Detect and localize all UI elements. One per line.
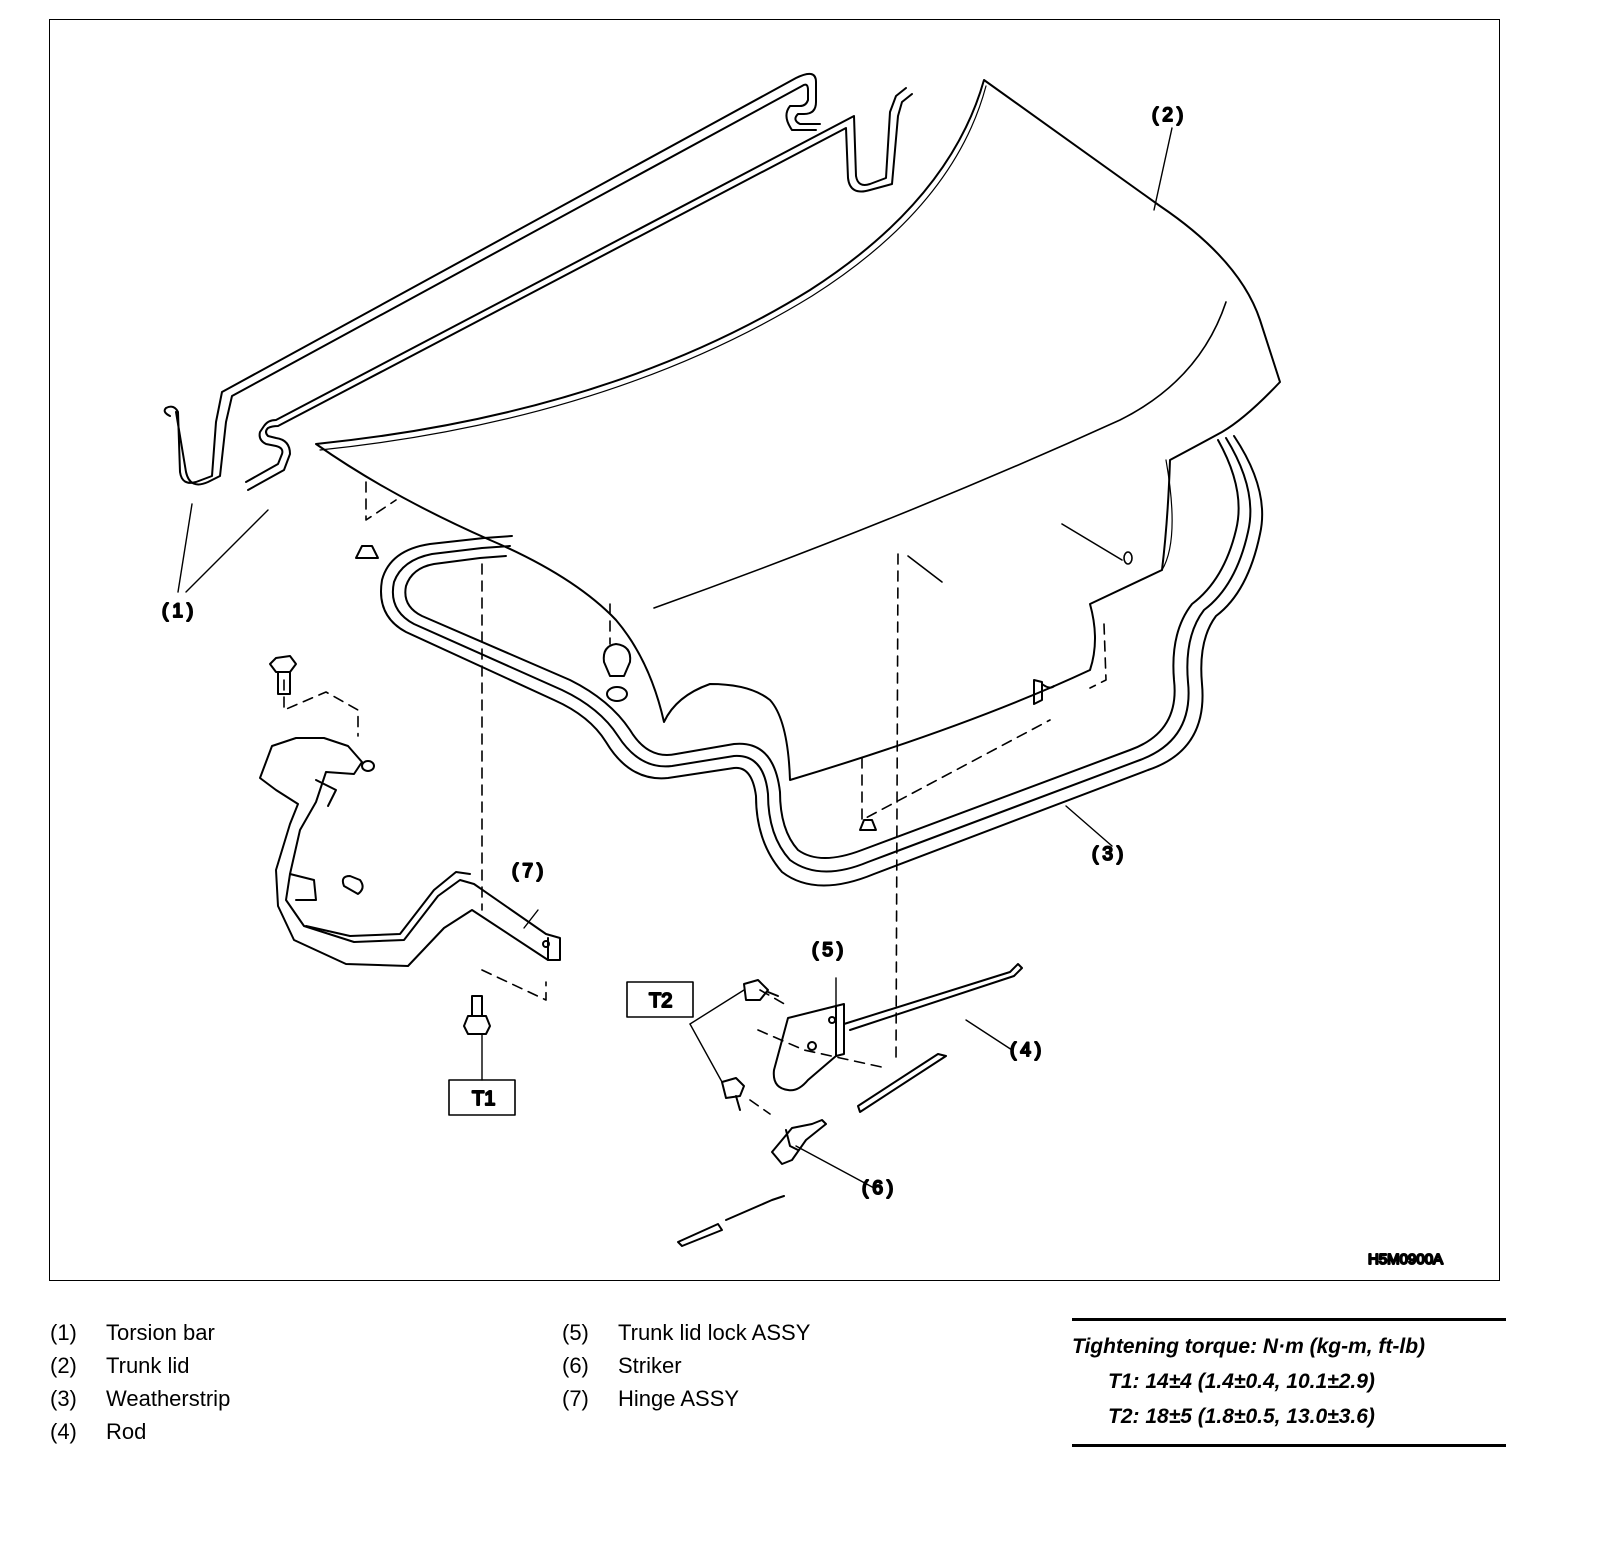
torque-spec-box: Tightening torque: N·m (kg-m, ft-lb) T1:…: [1072, 1318, 1506, 1447]
t2-label: T2: [649, 990, 672, 1012]
figure-code: H5M0900A: [1368, 1251, 1443, 1268]
legend-num: (7): [562, 1386, 589, 1411]
callout-4: (4): [1010, 1040, 1045, 1061]
legend-num: (1): [50, 1320, 77, 1345]
legend-item: (2) Trunk lid: [50, 1349, 230, 1382]
callout-2: (2): [1152, 105, 1187, 126]
callout-5: (5): [812, 940, 847, 961]
legend-item: (5) Trunk lid lock ASSY: [562, 1316, 810, 1349]
legend-item: (4) Rod: [50, 1415, 230, 1448]
legend-label: Rod: [106, 1419, 147, 1444]
trunk-lid-drawing: [315, 79, 1281, 781]
t1-label: T1: [472, 1088, 495, 1110]
callout-1: (1): [162, 601, 197, 622]
rod-drawing: [843, 963, 1023, 1113]
t1-box: [448, 1079, 516, 1116]
torque-t2: T2: 18±5 (1.8±0.5, 13.0±3.6): [1108, 1405, 1375, 1428]
assembly-lines: [283, 481, 1107, 1115]
torsion-bar-drawing: [163, 72, 913, 491]
legend-label: Hinge ASSY: [618, 1386, 740, 1411]
legend-label: Trunk lid lock ASSY: [618, 1320, 811, 1345]
torque-t1: T1: 14±4 (1.4±0.4, 10.1±2.9): [1108, 1370, 1375, 1393]
striker-drawing: [677, 1119, 827, 1247]
legend-label: Trunk lid: [106, 1353, 190, 1378]
legend-num: (6): [562, 1353, 589, 1378]
legend-num: (4): [50, 1419, 77, 1444]
exploded-diagram: (1) (2) (3) (4) (5) (6) (7) T1 T2 H5M090…: [161, 72, 1444, 1269]
legend-item: (7) Hinge ASSY: [562, 1382, 810, 1415]
legend-label: Weatherstrip: [106, 1386, 231, 1411]
legend-label: Striker: [618, 1353, 682, 1378]
legend-label: Torsion bar: [106, 1320, 215, 1345]
legend-num: (2): [50, 1353, 77, 1378]
hinge-drawing: [259, 737, 561, 967]
legend-item: (1) Torsion bar: [50, 1316, 230, 1349]
legend-num: (5): [562, 1320, 589, 1345]
callout-7: (7): [512, 861, 547, 882]
callout-6: (6): [862, 1178, 897, 1199]
torque-title: Tightening torque: N·m (kg-m, ft-lb): [1072, 1335, 1426, 1358]
legend-item: (6) Striker: [562, 1349, 810, 1382]
t2-box: [626, 981, 694, 1018]
callout-3: (3): [1092, 844, 1127, 865]
legend-num: (3): [50, 1386, 77, 1411]
bolt-drawings: [269, 655, 779, 1111]
legend-right: (5) Trunk lid lock ASSY (6) Striker (7) …: [562, 1316, 810, 1415]
bumper-parts-drawing: [355, 545, 1055, 831]
legend-left: (1) Torsion bar (2) Trunk lid (3) Weathe…: [50, 1316, 230, 1448]
weatherstrip-drawing: [380, 435, 1264, 887]
diagram-frame: (1) (2) (3) (4) (5) (6) (7) T1 T2 H5M090…: [49, 19, 1500, 1281]
legend-item: (3) Weatherstrip: [50, 1382, 230, 1415]
leader-lines: [177, 127, 1173, 1189]
lid-edge-lines: [907, 523, 1123, 583]
lock-drawing: [772, 1003, 845, 1092]
